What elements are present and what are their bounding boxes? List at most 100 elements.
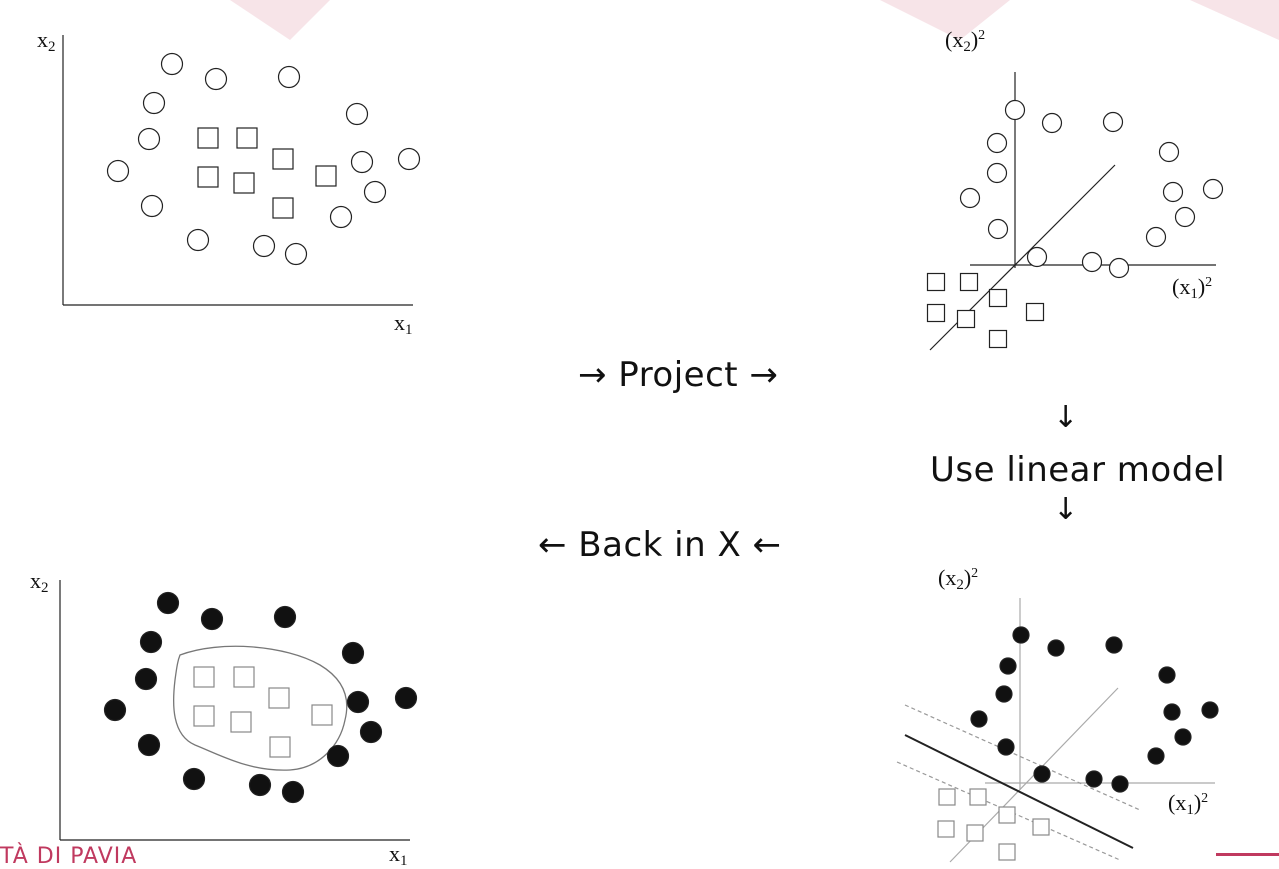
open-square-icon [1025,302,1045,322]
open-square-icon [956,309,976,329]
squares [193,666,333,758]
open-square-icon [966,824,984,842]
panel-original-space [62,35,421,306]
open-circle-icon [252,234,276,258]
filled-circle-icon [1163,703,1181,721]
filled-circle-icon [182,767,206,791]
open-square-icon [959,272,979,292]
filled-circle-icon [1105,636,1123,654]
open-square-icon [311,704,333,726]
open-circle-icon [1145,226,1167,248]
open-square-icon [937,820,955,838]
panel2-fx2-label: (x2)2 [945,27,986,55]
open-circle-icon [329,205,353,229]
open-square-icon [998,843,1016,861]
open-circle-icon [204,67,228,91]
open-circle-icon [277,65,301,89]
filled-circle-icon [394,686,418,710]
filled-circle-icon [1174,728,1192,746]
squares [937,788,1050,861]
filled-circle-icon [200,607,224,631]
open-square-icon [193,666,215,688]
open-square-icon [269,736,291,758]
open-circle-icon [186,228,210,252]
open-square-icon [236,127,258,149]
open-circle-icon [350,150,374,174]
corner-accent-bar [1216,853,1279,856]
back-in-x-label: ← Back in X ← [538,525,782,565]
open-circle-icon [142,91,166,115]
open-circle-icon [345,102,369,126]
filled-circle-icon [995,685,1013,703]
open-circle-icon [397,147,421,171]
down-arrow-top: ↓ [1053,400,1079,435]
open-circle-icon [1102,111,1124,133]
open-square-icon [272,197,294,219]
panel-projected-space [926,72,1224,351]
panel3-fx2-label: (x2)2 [938,565,979,593]
open-circle-icon [160,52,184,76]
project-step-label: → Project → [578,355,779,395]
open-square-icon [938,788,956,806]
panel-linear-model [896,598,1219,863]
filled-circle-icon [341,641,365,665]
filled-circle-icon [1047,639,1065,657]
filled-circle-icon [139,630,163,654]
open-square-icon [998,806,1016,824]
filled-circle-icon [346,690,370,714]
open-square-icon [193,705,215,727]
open-circle-icon [986,132,1008,154]
filled-circle-icon [1201,701,1219,719]
open-square-icon [988,288,1008,308]
open-square-icon [315,165,337,187]
open-circle-icon [1004,99,1026,121]
use-linear-model-label: Use linear model [930,450,1226,490]
filled-circle-icon [326,744,350,768]
filled-circles [103,591,418,804]
open-circle-icon [1158,141,1180,163]
open-square-icon [926,303,946,323]
filled-circle-icon [248,773,272,797]
university-footer-text: TÀ DI PAVIA [0,844,138,869]
filled-circle-icon [1158,666,1176,684]
open-circle-icon [137,127,161,151]
filled-circle-icon [1085,770,1103,788]
filled-circle-icon [134,667,158,691]
open-square-icon [197,127,219,149]
filled-circle-icon [999,657,1017,675]
panel4-x2-label: x2 [30,568,49,596]
filled-circle-icon [156,591,180,615]
open-circle-icon [986,162,1008,184]
panel4-x1-label: x1 [389,841,408,869]
filled-circle-icon [359,720,383,744]
filled-circle-icon [970,710,988,728]
open-circle-icon [1174,206,1196,228]
open-square-icon [1032,818,1050,836]
margin-line-upper [904,704,1141,811]
open-circle-icon [1162,181,1184,203]
projected-circles [959,99,1224,279]
panel1-x1-label: x1 [394,310,413,338]
open-square-icon [272,148,294,170]
open-square-icon [233,172,255,194]
open-circle-icon [1026,246,1048,268]
down-arrow-bottom: ↓ [1053,492,1079,527]
filled-circle-icon [997,738,1015,756]
open-circle-icon [1081,251,1103,273]
open-circle-icon [987,218,1009,240]
filled-circle-icon [103,698,127,722]
background-watermark [230,0,1279,40]
projected-squares [926,272,1045,349]
open-circle-icon [140,194,164,218]
filled-circles [970,626,1219,793]
open-square-icon [969,788,987,806]
open-square-icon [230,711,252,733]
filled-circle-icon [1147,747,1165,765]
open-square-icon [268,687,290,709]
panel1-x2-label: x2 [37,27,56,55]
open-circle-icon [1041,112,1063,134]
open-circle-icon [1108,257,1130,279]
panel3-fx1-label: (x1)2 [1168,790,1209,818]
open-square-icon [233,666,255,688]
open-circle-icon [959,187,981,209]
